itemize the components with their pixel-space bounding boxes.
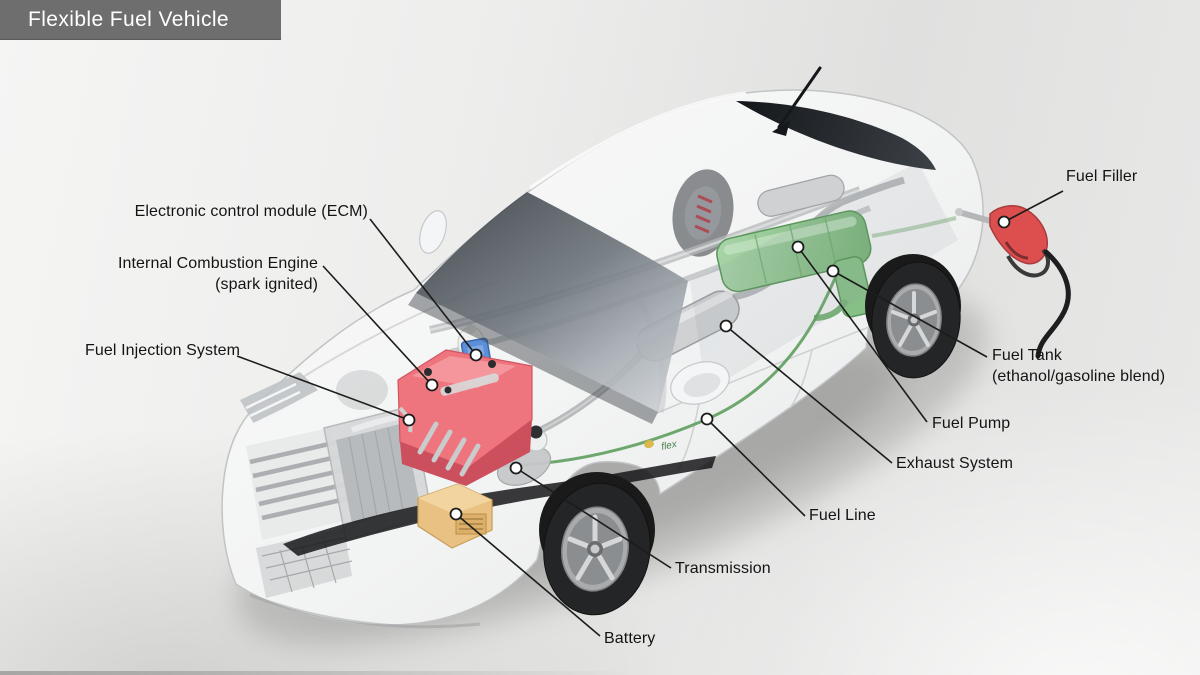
leader-fuel-injection [236,355,410,421]
dot-exhaust [719,319,733,333]
label-text: Fuel Tank [992,347,1062,364]
side-mirrors [419,210,730,405]
leader-ecm [369,218,477,356]
dot-transmission [509,461,523,475]
label-fuel-pump: Fuel Pump [932,413,1010,434]
fuel-tank [716,210,957,321]
leader-fuel-line [706,418,806,517]
label-subtext: (ethanol/gasoline blend) [992,368,1166,385]
dot-battery [449,507,463,521]
label-internal-combustion-engine: Internal Combustion Engine (spark ignite… [88,253,318,295]
leader-dots [402,215,1011,521]
nozzle-hose [1035,249,1071,359]
dot-ice [425,378,439,392]
label-fuel-injection-system: Fuel Injection System [85,340,240,361]
dot-fuel-filler [997,215,1011,229]
headlight [240,372,318,426]
roof-ridge-highlight [529,91,747,190]
rear-right-wheel [672,169,734,257]
leader-fuel-pump [797,246,928,423]
antenna [772,66,822,136]
filler-pipe [871,216,957,238]
label-fuel-filler: Fuel Filler [1066,166,1137,187]
label-text: Exhaust System [896,455,1014,472]
label-subtext: (spark ignited) [215,276,318,293]
label-fuel-line: Fuel Line [809,505,876,526]
label-text: Internal Combustion Engine [117,255,318,272]
label-fuel-tank: Fuel Tank (ethanol/gasoline blend) [992,345,1165,387]
dot-fuel-pump [791,240,805,254]
leader-exhaust [725,325,893,464]
label-text: Fuel Line [809,507,876,524]
leader-lines [236,190,1064,637]
label-text: Electronic control module (ECM) [134,203,368,220]
page-title: Flexible Fuel Vehicle [0,0,281,40]
leader-transmission [515,467,672,569]
label-text: Fuel Filler [1066,168,1138,185]
engine [397,349,533,486]
front-left-wheel [539,472,655,616]
dot-fuel-tank [826,264,840,278]
label-transmission: Transmission [675,558,771,579]
dot-fuel-injection [402,413,416,427]
suspension-coil [694,194,713,234]
dot-ecm [469,348,483,362]
label-exhaust-system: Exhaust System [896,453,1013,474]
flex-badge: flex [644,439,679,453]
nozzle-spout [959,210,997,225]
leader-fuel-tank [832,270,988,358]
label-ecm: Electronic control module (ECM) [88,201,368,222]
label-battery: Battery [604,628,655,649]
fuel-nozzle [955,205,1071,359]
svg-text:flex: flex [660,439,678,453]
dot-fuel-line [700,412,714,426]
cowl-shadow [408,293,658,424]
label-text: Fuel Injection System [85,342,241,359]
label-text: Fuel Pump [932,415,1011,432]
floor-edge [0,671,640,675]
front-right-suspension [336,370,388,410]
leader-fuel-filler [1003,190,1064,223]
rear-muffler [757,174,845,217]
leader-ice [322,265,433,386]
leader-battery [455,513,601,637]
label-text: Battery [604,630,656,647]
label-text: Transmission [675,560,771,577]
rear-left-wheel [865,254,961,379]
driver-mirror [419,210,447,254]
quarter-glass [690,162,958,392]
windshield [416,192,688,412]
